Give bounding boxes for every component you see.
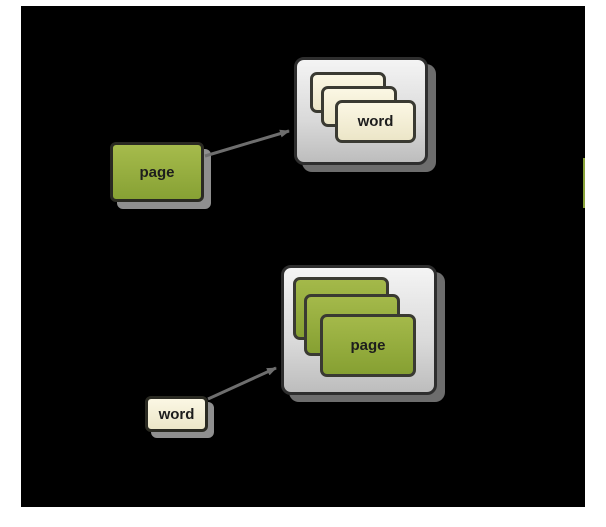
word-stack-label: word [357,113,394,130]
word-node-label: word [158,405,195,423]
page-node[interactable]: page [110,142,204,202]
offscreen-node-edge [583,158,585,208]
page-stack-label: page [350,337,386,354]
word-node[interactable]: word [145,396,208,432]
page-node-label: page [139,163,175,181]
page-stack-card-front[interactable]: page [320,314,416,377]
word-stack-card-front[interactable]: word [335,100,416,143]
